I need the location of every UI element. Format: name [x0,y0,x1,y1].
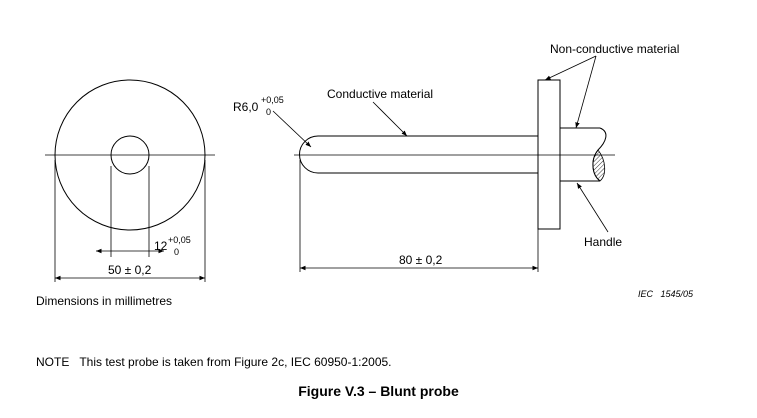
length-dimension-label: 80 ± 0,2 [399,253,443,267]
inner-dimension-tolerance-plus: +0,05 [168,235,191,245]
handle-break-hatch [592,149,606,182]
figure-note: NOTE This test probe is taken from Figure… [36,355,392,369]
radius-tolerance-minus: 0 [266,107,271,117]
inner-dimension-label: 12 [154,239,168,253]
figure-caption: Figure V.3 – Blunt probe [298,383,459,399]
blunt-tip [299,135,319,174]
note-label: NOTE [36,355,70,369]
flange [537,79,561,230]
inner-dimension-tolerance-minus: 0 [174,247,179,257]
non-conductive-material-label: Non-conductive material [550,42,679,56]
conductive-leader [372,101,408,137]
dimensions-note: Dimensions in millimetres [36,294,173,308]
side-view [272,55,615,272]
radius-tolerance-plus: +0,05 [261,95,284,105]
non-conductive-leader [575,55,597,129]
conductive-material-label: Conductive material [327,87,433,101]
radius-leader [272,110,312,148]
radius-label: R6,0 [233,100,259,114]
outer-dimension-label: 50 ± 0,2 [108,263,152,277]
iec-reference: IEC 1545/05 [638,289,694,299]
handle-label: Handle [584,235,622,249]
end-view [45,79,215,282]
note-text: This test probe is taken from Figure 2c,… [79,355,392,369]
non-conductive-leader [544,55,597,81]
handle-leader [576,182,609,233]
